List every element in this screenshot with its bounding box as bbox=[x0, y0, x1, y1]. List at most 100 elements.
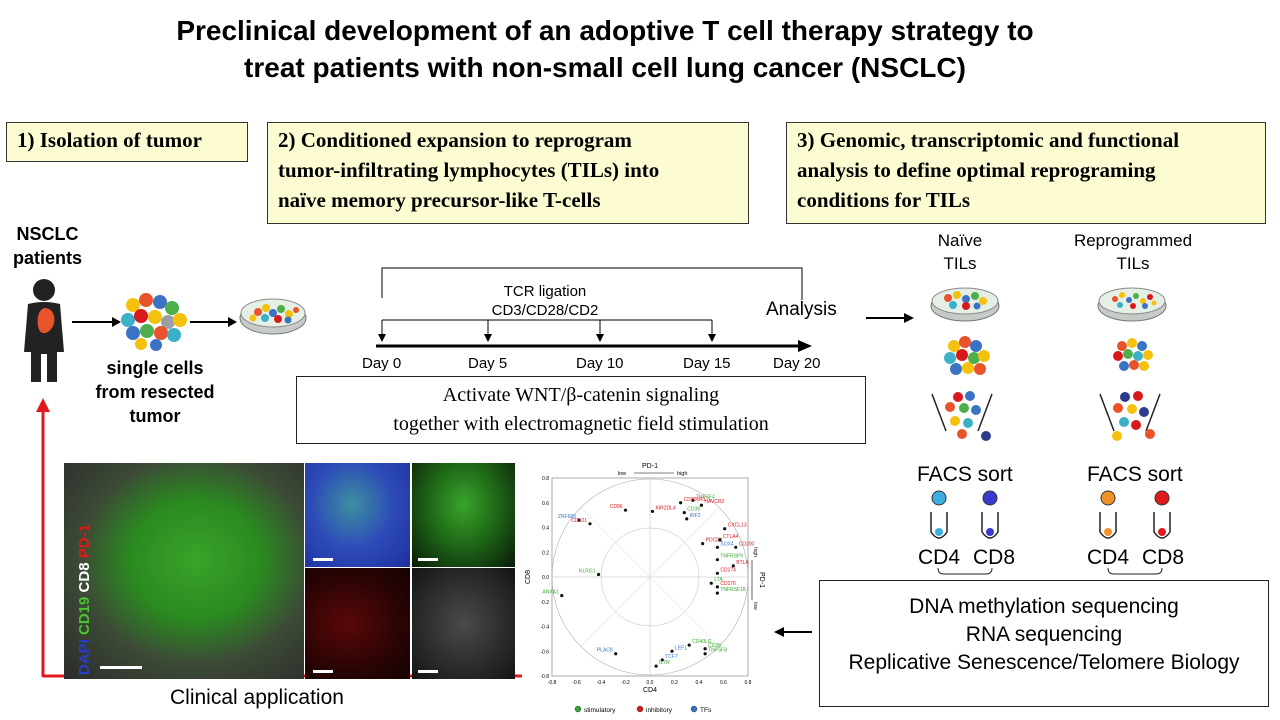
legend-tfs-marker bbox=[690, 705, 698, 713]
data-point bbox=[654, 664, 658, 668]
x-tick-label: 0.8 bbox=[745, 680, 752, 686]
x-tick-label: 0.0 bbox=[647, 680, 654, 686]
x-tick-label: -0.2 bbox=[621, 680, 630, 686]
data-point bbox=[703, 647, 707, 651]
tcr-ligation-label: TCR ligation CD3/CD28/CD2 bbox=[475, 282, 615, 320]
naive-cd4-tube-icon bbox=[930, 490, 948, 539]
data-point-label: CD40LG bbox=[692, 639, 712, 645]
data-point-label: ZNF683 bbox=[558, 514, 576, 520]
reprogrammed-petri-dish-icon bbox=[1097, 287, 1167, 322]
reprogrammed-funnel-icon bbox=[1099, 391, 1161, 441]
y-tick-label: 0.4 bbox=[542, 526, 549, 532]
data-point bbox=[731, 564, 735, 568]
naive-cd8-label: CD8 bbox=[973, 546, 1016, 569]
data-point bbox=[715, 585, 719, 589]
y-axis-label: CD8 bbox=[525, 570, 532, 584]
naive-cd4-label: CD4 bbox=[918, 546, 961, 569]
step2-line-1: 2) Conditioned expansion to reprogram bbox=[278, 128, 632, 152]
reprogrammed-cell-cluster-icon bbox=[1113, 338, 1153, 371]
legend-stimulatory: stimulatory bbox=[584, 707, 616, 714]
tcr-line-2: CD3/CD28/CD2 bbox=[491, 302, 599, 319]
data-point bbox=[701, 541, 705, 546]
data-point-label: CD96 bbox=[610, 504, 623, 510]
single-cells-line-3: tumor bbox=[129, 406, 181, 426]
stain-legend: DAPI CD19 CD8 PD-1 bbox=[76, 524, 93, 675]
cd8-label: CD8 bbox=[76, 562, 93, 593]
single-cells-cluster-icon bbox=[121, 293, 187, 351]
right-axis-low-label: low bbox=[752, 602, 758, 610]
patients-label-line-2: patients bbox=[12, 248, 82, 268]
day-5-label: Day 5 bbox=[468, 355, 508, 372]
data-point-label: IL7R bbox=[659, 660, 670, 666]
y-tick-label: -0.4 bbox=[540, 625, 549, 631]
data-point-label: CD276 bbox=[720, 581, 736, 587]
data-point bbox=[723, 527, 727, 531]
data-point bbox=[691, 498, 695, 502]
data-point bbox=[715, 545, 719, 549]
data-point bbox=[560, 593, 564, 598]
data-point-label: HAVCR2 bbox=[704, 499, 724, 505]
data-point bbox=[596, 572, 601, 577]
top-axis-low-label: low bbox=[618, 471, 626, 477]
step3-box: 3) Genomic, transcriptomic and functiona… bbox=[786, 122, 1266, 224]
day-20-label: Day 20 bbox=[773, 355, 821, 372]
single-cells-line-2: from resected bbox=[95, 382, 215, 402]
data-point-label: KLRG1 bbox=[579, 569, 596, 575]
reprogrammed-cd4-tube-icon bbox=[1099, 490, 1117, 539]
data-point-label: CTLA4 bbox=[723, 534, 739, 540]
data-point-label: TCF7 bbox=[665, 654, 678, 660]
single-cells-line-1: single cells bbox=[106, 358, 204, 378]
data-point bbox=[623, 508, 628, 512]
data-point-label: KIR2DL4 bbox=[655, 505, 676, 511]
data-point bbox=[715, 591, 719, 595]
data-point bbox=[660, 658, 664, 662]
analysis-line-3: Replicative Senescence/Telomere Biology bbox=[848, 651, 1240, 674]
top-axis-high-label: high bbox=[677, 471, 687, 477]
data-point-label: PDCD1 bbox=[706, 538, 723, 544]
dapi-label: DAPI bbox=[76, 639, 93, 675]
data-point bbox=[682, 511, 686, 515]
naive-petri-dish-icon bbox=[930, 287, 1000, 322]
step3-line-1: 3) Genomic, transcriptomic and functiona… bbox=[797, 128, 1180, 152]
scale-bar bbox=[100, 666, 142, 669]
reprogrammed-facs-sort-label: FACS sort bbox=[1087, 463, 1183, 486]
naive-cell-cluster-icon bbox=[944, 336, 990, 375]
data-point-label: TNFRSF9 bbox=[720, 554, 743, 560]
to-analysis-arrow bbox=[866, 313, 914, 323]
y-tick-label: 0.6 bbox=[542, 501, 549, 507]
repro-line-1: Reprogrammed bbox=[1073, 231, 1193, 250]
y-tick-label: 0.0 bbox=[542, 575, 549, 581]
reprogrammed-cd8-tube-icon bbox=[1153, 490, 1171, 539]
patients-label-line-1: NSCLC bbox=[16, 224, 79, 244]
step1-label: 1) Isolation of tumor bbox=[17, 128, 202, 152]
analysis-methods-box: DNA methylation sequencing RNA sequencin… bbox=[819, 580, 1269, 707]
y-tick-label: 0.8 bbox=[542, 476, 549, 482]
legend-inhibitory: inhibitory bbox=[646, 707, 673, 714]
timeline-graphic bbox=[376, 267, 812, 352]
naive-line-2: TILs bbox=[943, 254, 977, 273]
activate-box: Activate WNT/β-catenin signaling togethe… bbox=[296, 376, 866, 444]
data-point bbox=[715, 571, 719, 575]
day-10-label: Day 10 bbox=[576, 355, 624, 372]
naive-cd8-tube-icon bbox=[981, 490, 999, 539]
isolation-flow-graphic bbox=[24, 279, 237, 382]
data-point bbox=[650, 509, 655, 514]
step3-line-2: analysis to define optimal reprograming bbox=[797, 158, 1156, 182]
scale-bar bbox=[313, 558, 333, 561]
analysis-line-2: RNA sequencing bbox=[965, 623, 1123, 646]
data-point bbox=[709, 581, 713, 585]
step2-box: 2) Conditioned expansion to reprogram tu… bbox=[267, 122, 749, 224]
data-point bbox=[699, 503, 704, 507]
chart-frame bbox=[551, 472, 753, 677]
scale-bar bbox=[418, 670, 438, 673]
analysis-line-1: DNA methylation sequencing bbox=[909, 595, 1179, 618]
y-tick-label: -0.2 bbox=[540, 600, 549, 606]
day-0-label: Day 0 bbox=[362, 355, 402, 372]
legend-tfs: TFs bbox=[700, 707, 712, 714]
legend-inhibitory-marker bbox=[636, 705, 644, 713]
step2-line-3: naïve memory precursor-like T-cells bbox=[278, 188, 601, 212]
repro-line-2: TILs bbox=[1116, 254, 1150, 273]
back-arrow bbox=[774, 627, 812, 637]
data-point-label: CD200 bbox=[739, 541, 755, 547]
x-axis-label: CD4 bbox=[643, 687, 657, 694]
